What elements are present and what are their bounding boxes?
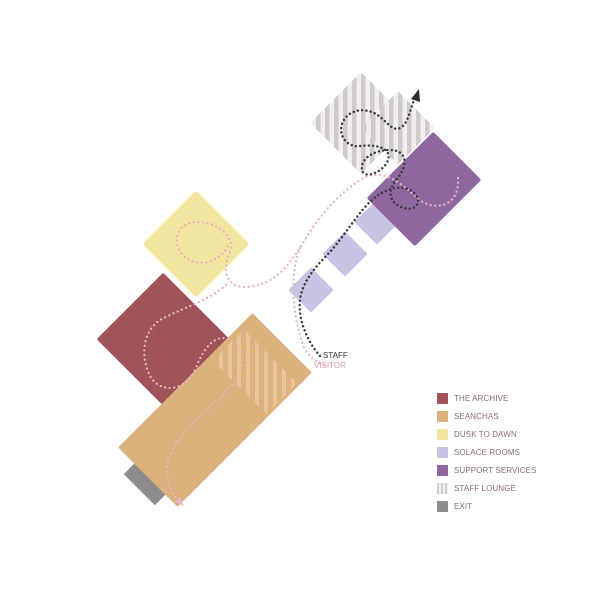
- legend-swatch-solace-rooms: [437, 446, 448, 458]
- legend-swatch-archive: [437, 392, 448, 404]
- legend: THE ARCHIVE SEANCHAS DUSK TO DAWN SOLACE…: [437, 389, 537, 515]
- visitor-path: [143, 173, 460, 504]
- visitor-path-label: VISITOR: [314, 361, 346, 370]
- dusk-to-dawn-block: [143, 191, 249, 297]
- support-services-block: [367, 132, 481, 246]
- staff-path-label: STAFF: [323, 351, 348, 360]
- seanchas-striped-wing: [212, 329, 298, 415]
- legend-item-staff-lounge: STAFF LOUNGE: [437, 479, 537, 497]
- legend-item-exit: EXIT: [437, 497, 537, 515]
- legend-label-seanchas: SEANCHAS: [454, 411, 499, 421]
- legend-item-archive: THE ARCHIVE: [437, 389, 537, 407]
- staff-arrow-icon: [411, 89, 420, 102]
- legend-label-staff-lounge: STAFF LOUNGE: [454, 483, 516, 493]
- staff-path: [298, 98, 420, 358]
- legend-label-exit: EXIT: [454, 501, 473, 511]
- staff-lounge-annex: [362, 92, 434, 164]
- legend-label-archive: THE ARCHIVE: [454, 393, 509, 403]
- legend-swatch-staff-lounge: [437, 482, 448, 494]
- legend-item-solace-rooms: SOLACE ROOMS: [437, 443, 537, 461]
- legend-swatch-seanchas: [437, 410, 448, 422]
- legend-swatch-dusk-to-dawn: [437, 428, 448, 440]
- solace-room-2: [322, 231, 368, 277]
- legend-item-seanchas: SEANCHAS: [437, 407, 537, 425]
- legend-label-support-services: SUPPORT SERVICES: [454, 465, 537, 475]
- legend-label-solace-rooms: SOLACE ROOMS: [454, 447, 521, 457]
- visitor-arrow-icon: [175, 497, 184, 506]
- legend-item-dusk-to-dawn: DUSK TO DAWN: [437, 425, 537, 443]
- legend-label-dusk-to-dawn: DUSK TO DAWN: [454, 429, 517, 439]
- legend-swatch-support-services: [437, 464, 448, 476]
- legend-swatch-exit: [437, 500, 448, 512]
- legend-item-support-services: SUPPORT SERVICES: [437, 461, 537, 479]
